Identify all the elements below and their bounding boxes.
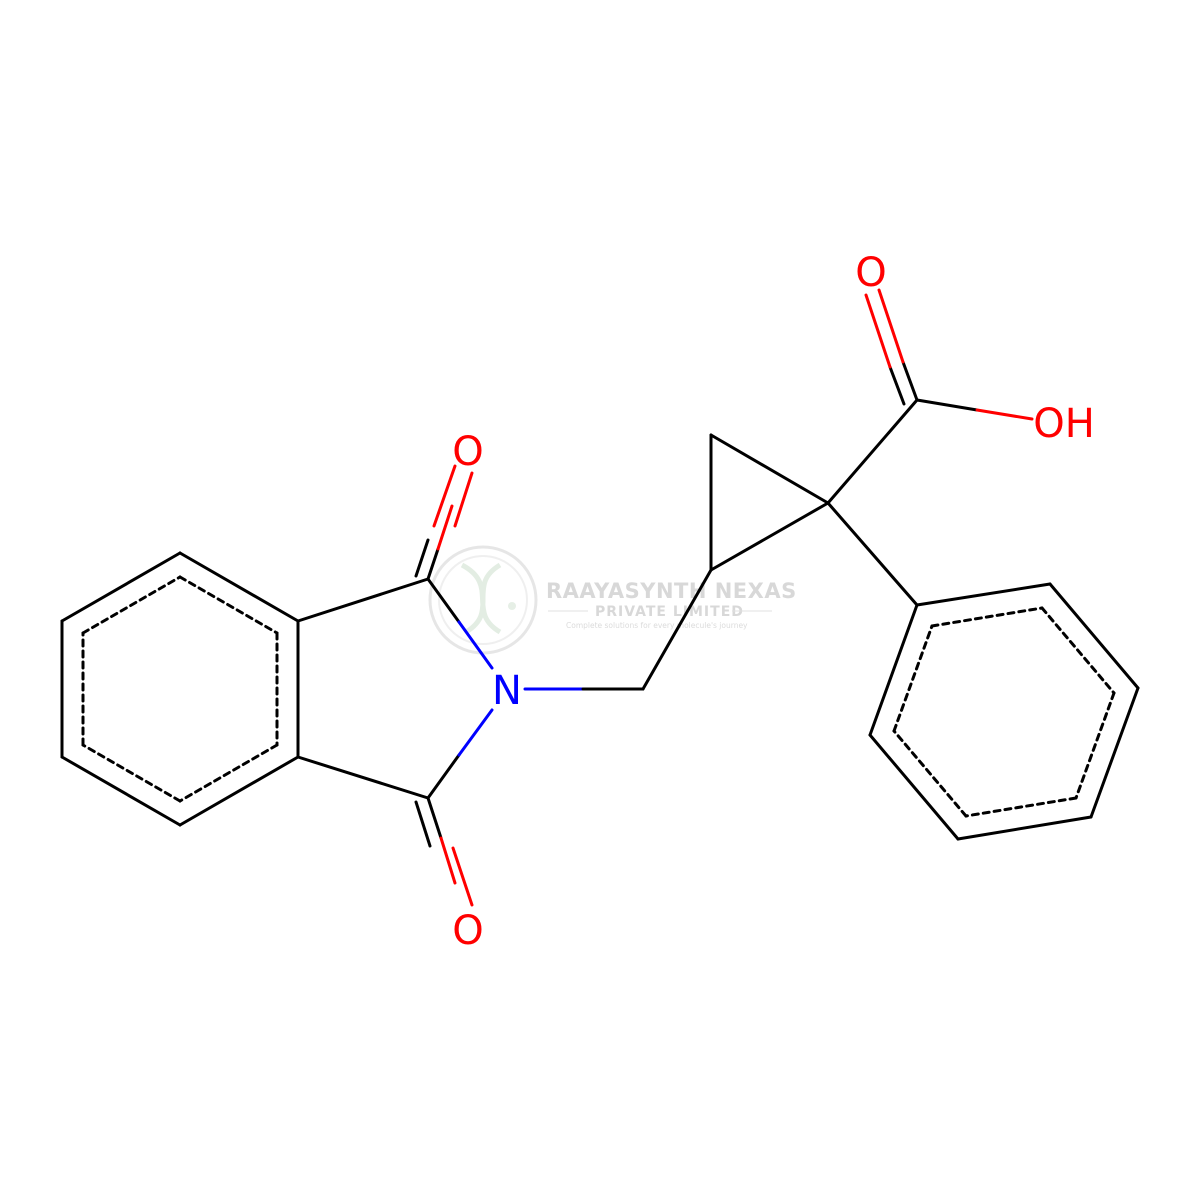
aromatic-bond [892,729,968,818]
bond [868,603,919,737]
bond [709,433,830,505]
aromatic-bond [892,624,934,733]
watermark-helix-icon [460,562,502,635]
nitrogen-label: N [492,668,522,714]
bond [864,293,892,369]
bond [457,620,494,670]
watermark-tagline: Complete solutions for every molecule's … [566,621,748,630]
aromatic-bond [81,575,182,635]
bond [915,582,1052,607]
bond [60,755,182,827]
watermark-company-suffix: PRIVATE LIMITED [595,604,744,620]
bond [1089,686,1140,819]
oxygen-label-bottom: O [452,908,483,954]
aromatic-inner-dashed-ring [81,575,279,803]
oxygen-label-top: O [452,429,483,475]
aromatic-bond [1040,606,1116,695]
hydroxyl-label: OH [1033,401,1095,447]
bond [888,365,906,406]
atom-labels: O O N O OH [452,250,1095,954]
oxygen-label-acid-carbonyl: O [855,250,886,296]
bond [414,538,430,578]
bond [877,288,905,364]
bond [296,755,430,800]
bond [956,815,1093,841]
bond [178,755,300,827]
bond [439,836,457,885]
bond [426,796,443,840]
aromatic-bond [178,575,279,635]
bond [826,501,919,607]
aromatic-bond [964,796,1078,818]
bond [1048,582,1140,690]
bond [915,398,979,412]
bond [453,471,474,528]
bonds [60,288,1140,907]
bond [60,551,182,623]
bond [457,708,494,757]
bond [296,577,430,623]
bond [426,577,461,624]
aromatic-bond [1074,691,1116,800]
bond [451,846,474,907]
bond [868,733,960,841]
cyclopropane-ring [709,433,830,572]
phenyl-ring [868,582,1140,841]
watermark-logo-inner-ring [438,555,528,645]
bond [426,753,461,800]
company-watermark: RAAYASYNTH NEXAS PRIVATE LIMITED Complet… [428,545,797,655]
phthalimide-benzene-ring [60,551,300,827]
bond [436,504,454,551]
bond [641,568,713,691]
watermark-company-name: RAAYASYNTH NEXAS [546,579,797,603]
watermark-dot-icon [508,602,516,610]
bond [975,408,1034,421]
bond [432,464,457,528]
bond [414,800,432,848]
bond [826,398,919,505]
aromatic-bond [930,606,1044,628]
aromatic-bond [178,743,279,803]
aromatic-inner-dashed-ring [892,606,1116,818]
bond [709,501,830,572]
bond [178,551,300,623]
aromatic-bond [81,743,182,803]
bond [901,360,919,402]
bond [426,547,440,581]
